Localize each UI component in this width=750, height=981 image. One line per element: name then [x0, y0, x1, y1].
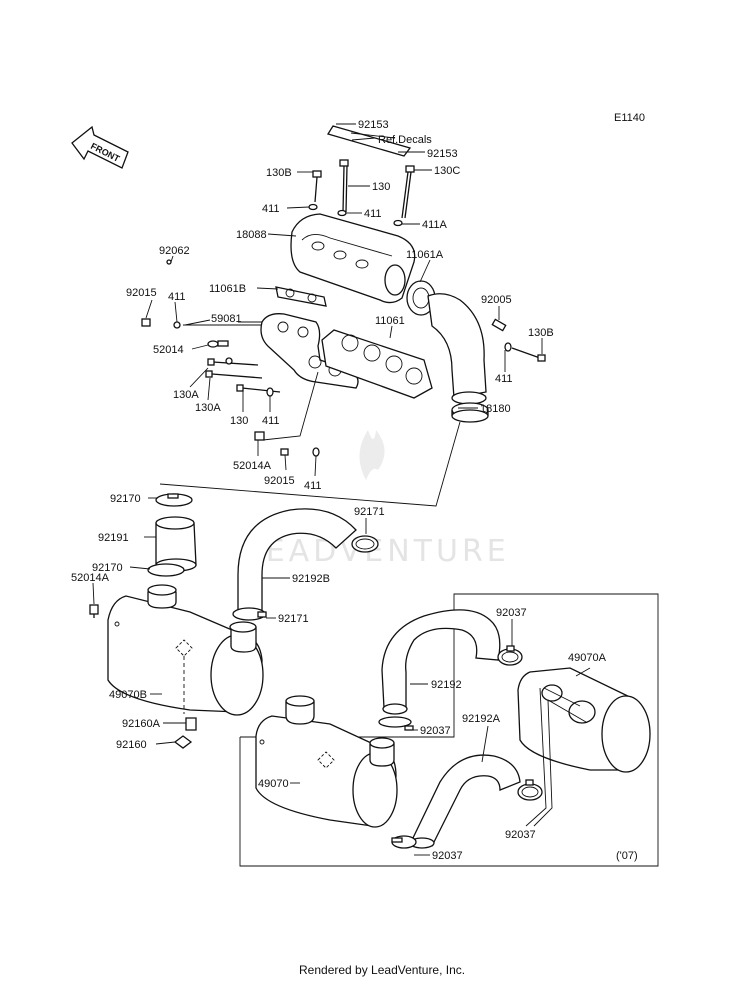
label-130A-b: 130A	[195, 402, 221, 414]
label-411-c: 411	[168, 291, 186, 303]
bolt-130C	[401, 165, 415, 219]
label-411-e: 411	[262, 415, 280, 427]
pad-92160	[173, 735, 193, 749]
label-411-a: 411	[262, 203, 280, 215]
washer-411-a	[308, 203, 318, 211]
diagram-code: E1140	[614, 112, 645, 124]
hose-92192	[381, 609, 501, 715]
pad-92160A	[185, 717, 197, 731]
label-411-d: 411	[495, 373, 513, 385]
exhaust-cover-18088	[290, 213, 416, 304]
part-labels: 92153 Ref.Decals 92153 130B 130 130C 411…	[71, 119, 638, 862]
label-49070B: 49070B	[109, 689, 147, 701]
label-49070A: 49070A	[568, 652, 607, 664]
plug-92015-lower	[280, 448, 289, 456]
label-52014: 52014	[153, 344, 184, 356]
coupler-92191	[155, 516, 197, 572]
label-11061B: 11061B	[209, 283, 246, 295]
inset-assembly	[255, 609, 651, 849]
label-52014A-top: 52014A	[233, 460, 272, 472]
label-ref-decals: Ref.Decals	[378, 134, 432, 146]
clamp-92170-bottom	[147, 563, 185, 577]
clamp-92171-top	[351, 535, 379, 553]
footer-credit: Rendered by LeadVenture, Inc.	[299, 963, 465, 977]
label-92037-b: 92037	[420, 725, 451, 737]
label-92171-top: 92171	[354, 506, 385, 518]
label-92170-top: 92170	[110, 493, 141, 505]
label-11061A: 11061A	[406, 249, 444, 261]
label-18088: 18088	[236, 229, 267, 241]
label-411-f: 411	[304, 480, 322, 492]
muffler-49070A	[517, 667, 651, 773]
label-130-lower: 130	[230, 415, 248, 427]
washer-92062	[166, 259, 172, 265]
hose-92192A	[409, 754, 521, 849]
inset-label: ('07)	[616, 850, 638, 862]
leader-lines-lower-left	[92, 497, 367, 745]
label-92192: 92192	[431, 679, 462, 691]
assembly-connector-line	[159, 421, 461, 507]
label-92160: 92160	[116, 739, 147, 751]
plug-92015	[141, 318, 151, 327]
front-arrow-icon: FRONT	[71, 125, 129, 169]
label-92015-bottom: 92015	[264, 475, 295, 487]
inset-07-frame	[239, 593, 659, 867]
label-130A-a: 130A	[173, 389, 199, 401]
leader-lines-upper	[145, 123, 543, 477]
label-92037-c: 92037	[505, 829, 536, 841]
watermark-text: LEADVENTURE	[245, 534, 510, 569]
label-92153-right: 92153	[427, 148, 458, 160]
label-92005: 92005	[481, 294, 512, 306]
label-130C: 130C	[434, 165, 460, 177]
label-130B-right: 130B	[528, 327, 554, 339]
label-92153-top: 92153	[358, 119, 389, 131]
plug-52014A-lower	[89, 604, 99, 618]
label-92037-a: 92037	[496, 607, 527, 619]
stud-92005	[491, 318, 507, 332]
clamp-92037-b	[378, 716, 412, 728]
muffler-49070B	[107, 584, 264, 716]
label-92171-bottom: 92171	[278, 613, 309, 625]
label-92062: 92062	[159, 245, 190, 257]
label-130B-left: 130B	[266, 167, 292, 179]
washer-411A	[393, 219, 403, 227]
lower-left-assembly	[89, 493, 379, 749]
label-49070: 49070	[258, 778, 289, 790]
cover-plate	[326, 125, 412, 157]
label-52014A-bottom: 52014A	[71, 572, 110, 584]
left-hardware	[141, 259, 320, 457]
bolt-130B-left	[312, 170, 322, 203]
plug-52014	[207, 340, 219, 348]
label-411A: 411A	[422, 219, 448, 231]
label-92037-d: 92037	[432, 850, 463, 862]
label-92192A: 92192A	[462, 713, 501, 725]
label-92015-top: 92015	[126, 287, 157, 299]
label-411-b: 411	[364, 208, 382, 220]
label-130: 130	[372, 181, 390, 193]
gasket-11061B	[275, 286, 327, 307]
exhaust-elbow-18180	[427, 293, 489, 423]
leader-lines-inset	[290, 619, 591, 856]
label-92191: 92191	[98, 532, 129, 544]
muffler-49070	[255, 695, 398, 828]
label-59081: 59081	[211, 313, 242, 325]
washer-411-b	[337, 209, 347, 217]
bolt-130	[339, 159, 349, 213]
watermark: LEADVENTURE	[245, 430, 510, 569]
gasket-11061	[321, 329, 433, 399]
label-92192B: 92192B	[292, 573, 330, 585]
label-11061: 11061	[375, 315, 405, 327]
bolt-130B-right	[504, 342, 546, 362]
label-92170-bottom: 92170	[92, 562, 123, 574]
label-92160A: 92160A	[122, 718, 161, 730]
label-18180: 18180	[480, 403, 511, 415]
plug-52014A	[254, 431, 265, 441]
